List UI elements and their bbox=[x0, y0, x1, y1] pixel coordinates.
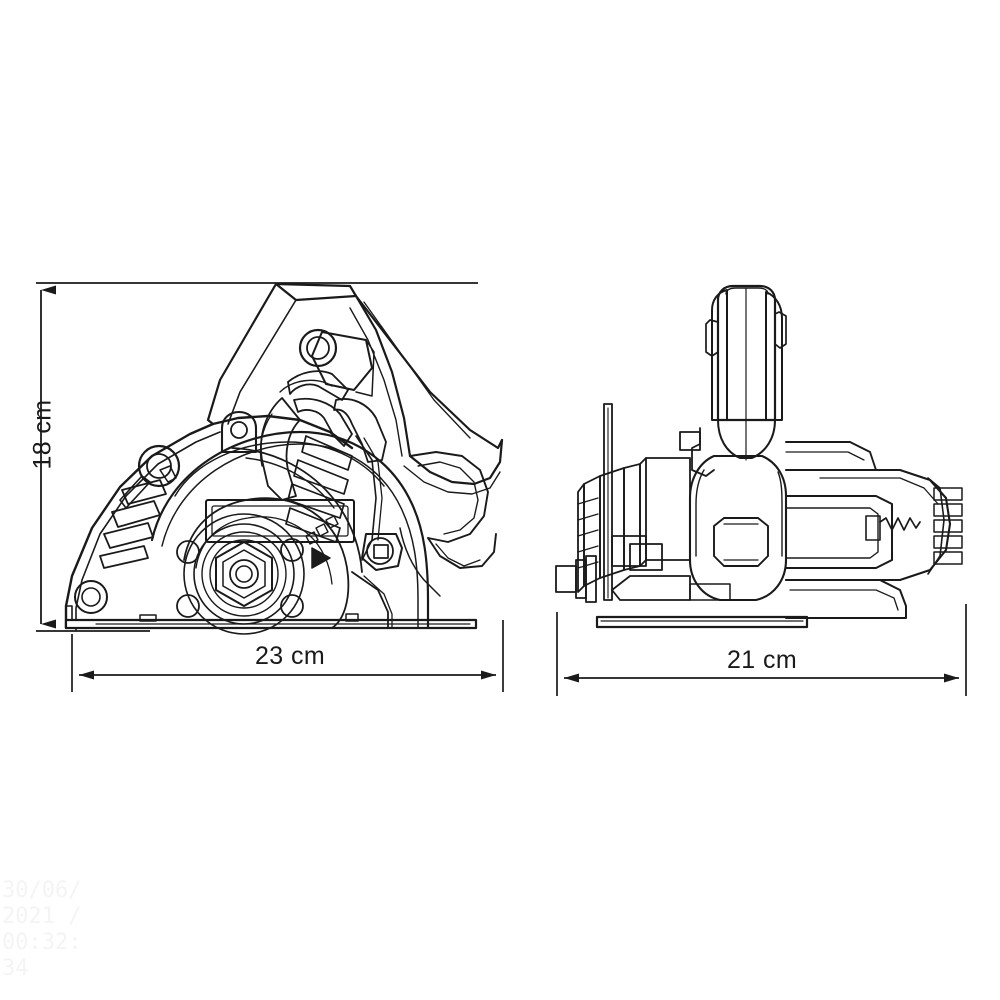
dimension-height-18cm bbox=[36, 282, 478, 632]
watermark-line: 2021 / bbox=[2, 904, 82, 929]
dimension-label-height: 18 cm bbox=[28, 399, 57, 470]
dimension-width-23cm bbox=[71, 620, 504, 692]
right-view-saw-front bbox=[555, 284, 963, 629]
date-watermark: 30/06/ 2021 / 00:32: 34 bbox=[2, 878, 81, 982]
watermark-line: 30/06/ bbox=[2, 878, 82, 903]
left-view-saw-side bbox=[64, 282, 504, 635]
watermark-line: 00:32: bbox=[2, 930, 82, 955]
dimension-width-21cm bbox=[556, 604, 967, 696]
dimension-label-width-right: 21 cm bbox=[727, 646, 798, 674]
dimension-annotations bbox=[36, 282, 967, 696]
dimension-label-width-left: 23 cm bbox=[255, 642, 326, 670]
watermark-line: 34 bbox=[2, 956, 29, 981]
